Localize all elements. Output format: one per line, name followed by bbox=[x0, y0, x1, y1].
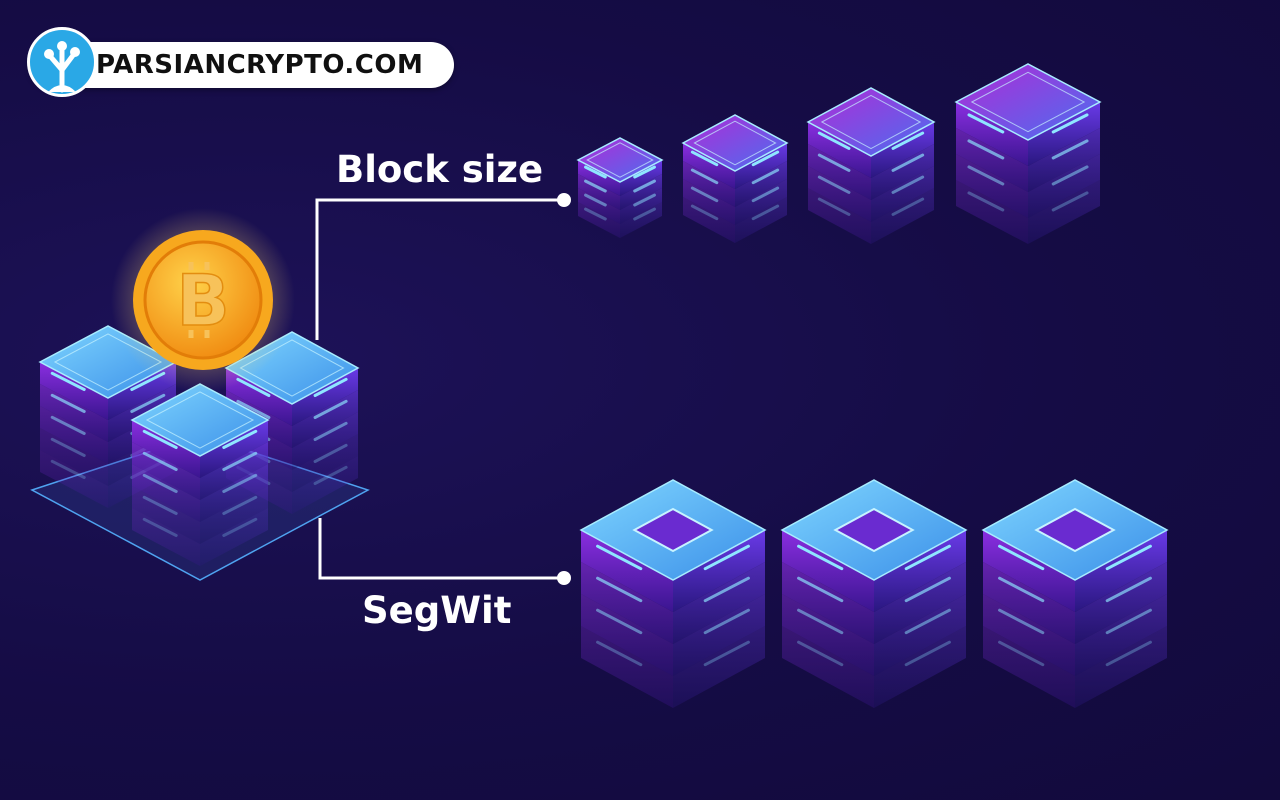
segwit-block-3 bbox=[981, 479, 1169, 708]
tree-network-icon bbox=[27, 27, 97, 97]
bitcoin-icon: B bbox=[111, 208, 295, 392]
segwit-block-1 bbox=[579, 479, 767, 708]
segwit-block-2 bbox=[780, 479, 968, 708]
segwit-blocks bbox=[579, 479, 1169, 708]
block-size-block-3 bbox=[806, 87, 936, 244]
logo-banner: PARSIANCRYPTO.COM bbox=[30, 42, 454, 88]
hub-server-front bbox=[130, 383, 270, 566]
connector-segwit bbox=[318, 518, 571, 585]
block-size-block-4 bbox=[954, 63, 1102, 244]
segwit-label: SegWit bbox=[362, 589, 512, 632]
block-size-block-1 bbox=[576, 137, 664, 238]
block-size-blocks bbox=[576, 63, 1102, 244]
block-size-block-2 bbox=[681, 114, 789, 243]
logo-text: PARSIANCRYPTO.COM bbox=[96, 50, 424, 80]
bitcoin-glyph: B bbox=[176, 260, 229, 342]
connector-block-size bbox=[315, 193, 571, 340]
block-size-label: Block size bbox=[336, 148, 544, 191]
